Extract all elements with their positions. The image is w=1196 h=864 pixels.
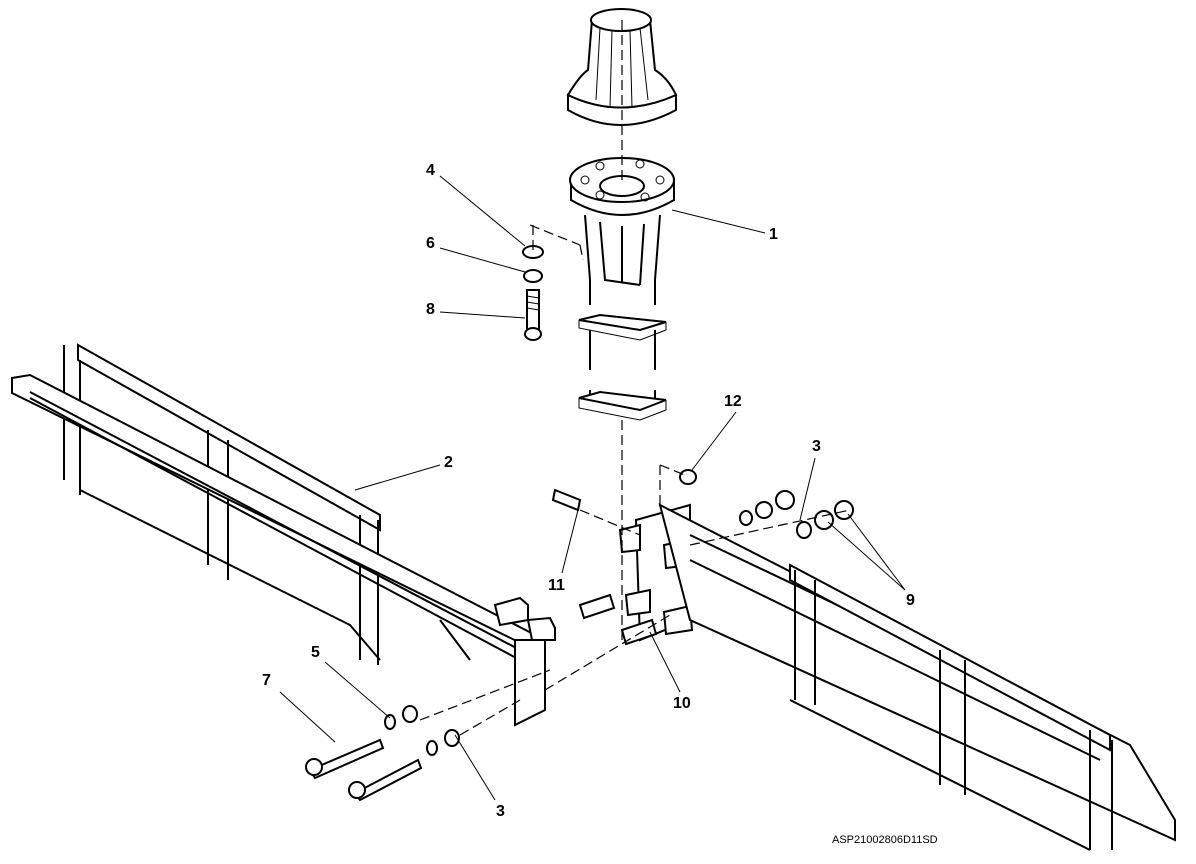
callout-10: 10 <box>673 695 691 712</box>
leader-lines <box>279 175 906 801</box>
post-part-1 <box>569 157 675 421</box>
callout-1: 1 <box>769 226 778 243</box>
callout-12: 12 <box>724 393 742 410</box>
right-beam-and-bracket <box>618 503 1176 851</box>
callout-5: 5 <box>311 644 320 661</box>
callout-11: 11 <box>548 577 565 594</box>
drawing-code: ASP21002806D11SD <box>832 834 938 846</box>
left-beam-part-2 <box>11 343 556 727</box>
washer-nut-bolt-top <box>522 245 544 341</box>
callout-3-top: 3 <box>812 438 821 455</box>
callout-7: 7 <box>262 672 271 689</box>
centerlines <box>419 20 851 736</box>
callout-2: 2 <box>444 454 453 471</box>
bolts-washers-nuts <box>305 469 854 802</box>
callout-9: 9 <box>906 592 915 609</box>
callout-4: 4 <box>426 162 435 179</box>
callout-3-bottom: 3 <box>496 803 505 820</box>
callout-8: 8 <box>426 301 435 318</box>
callout-6: 6 <box>426 235 435 252</box>
